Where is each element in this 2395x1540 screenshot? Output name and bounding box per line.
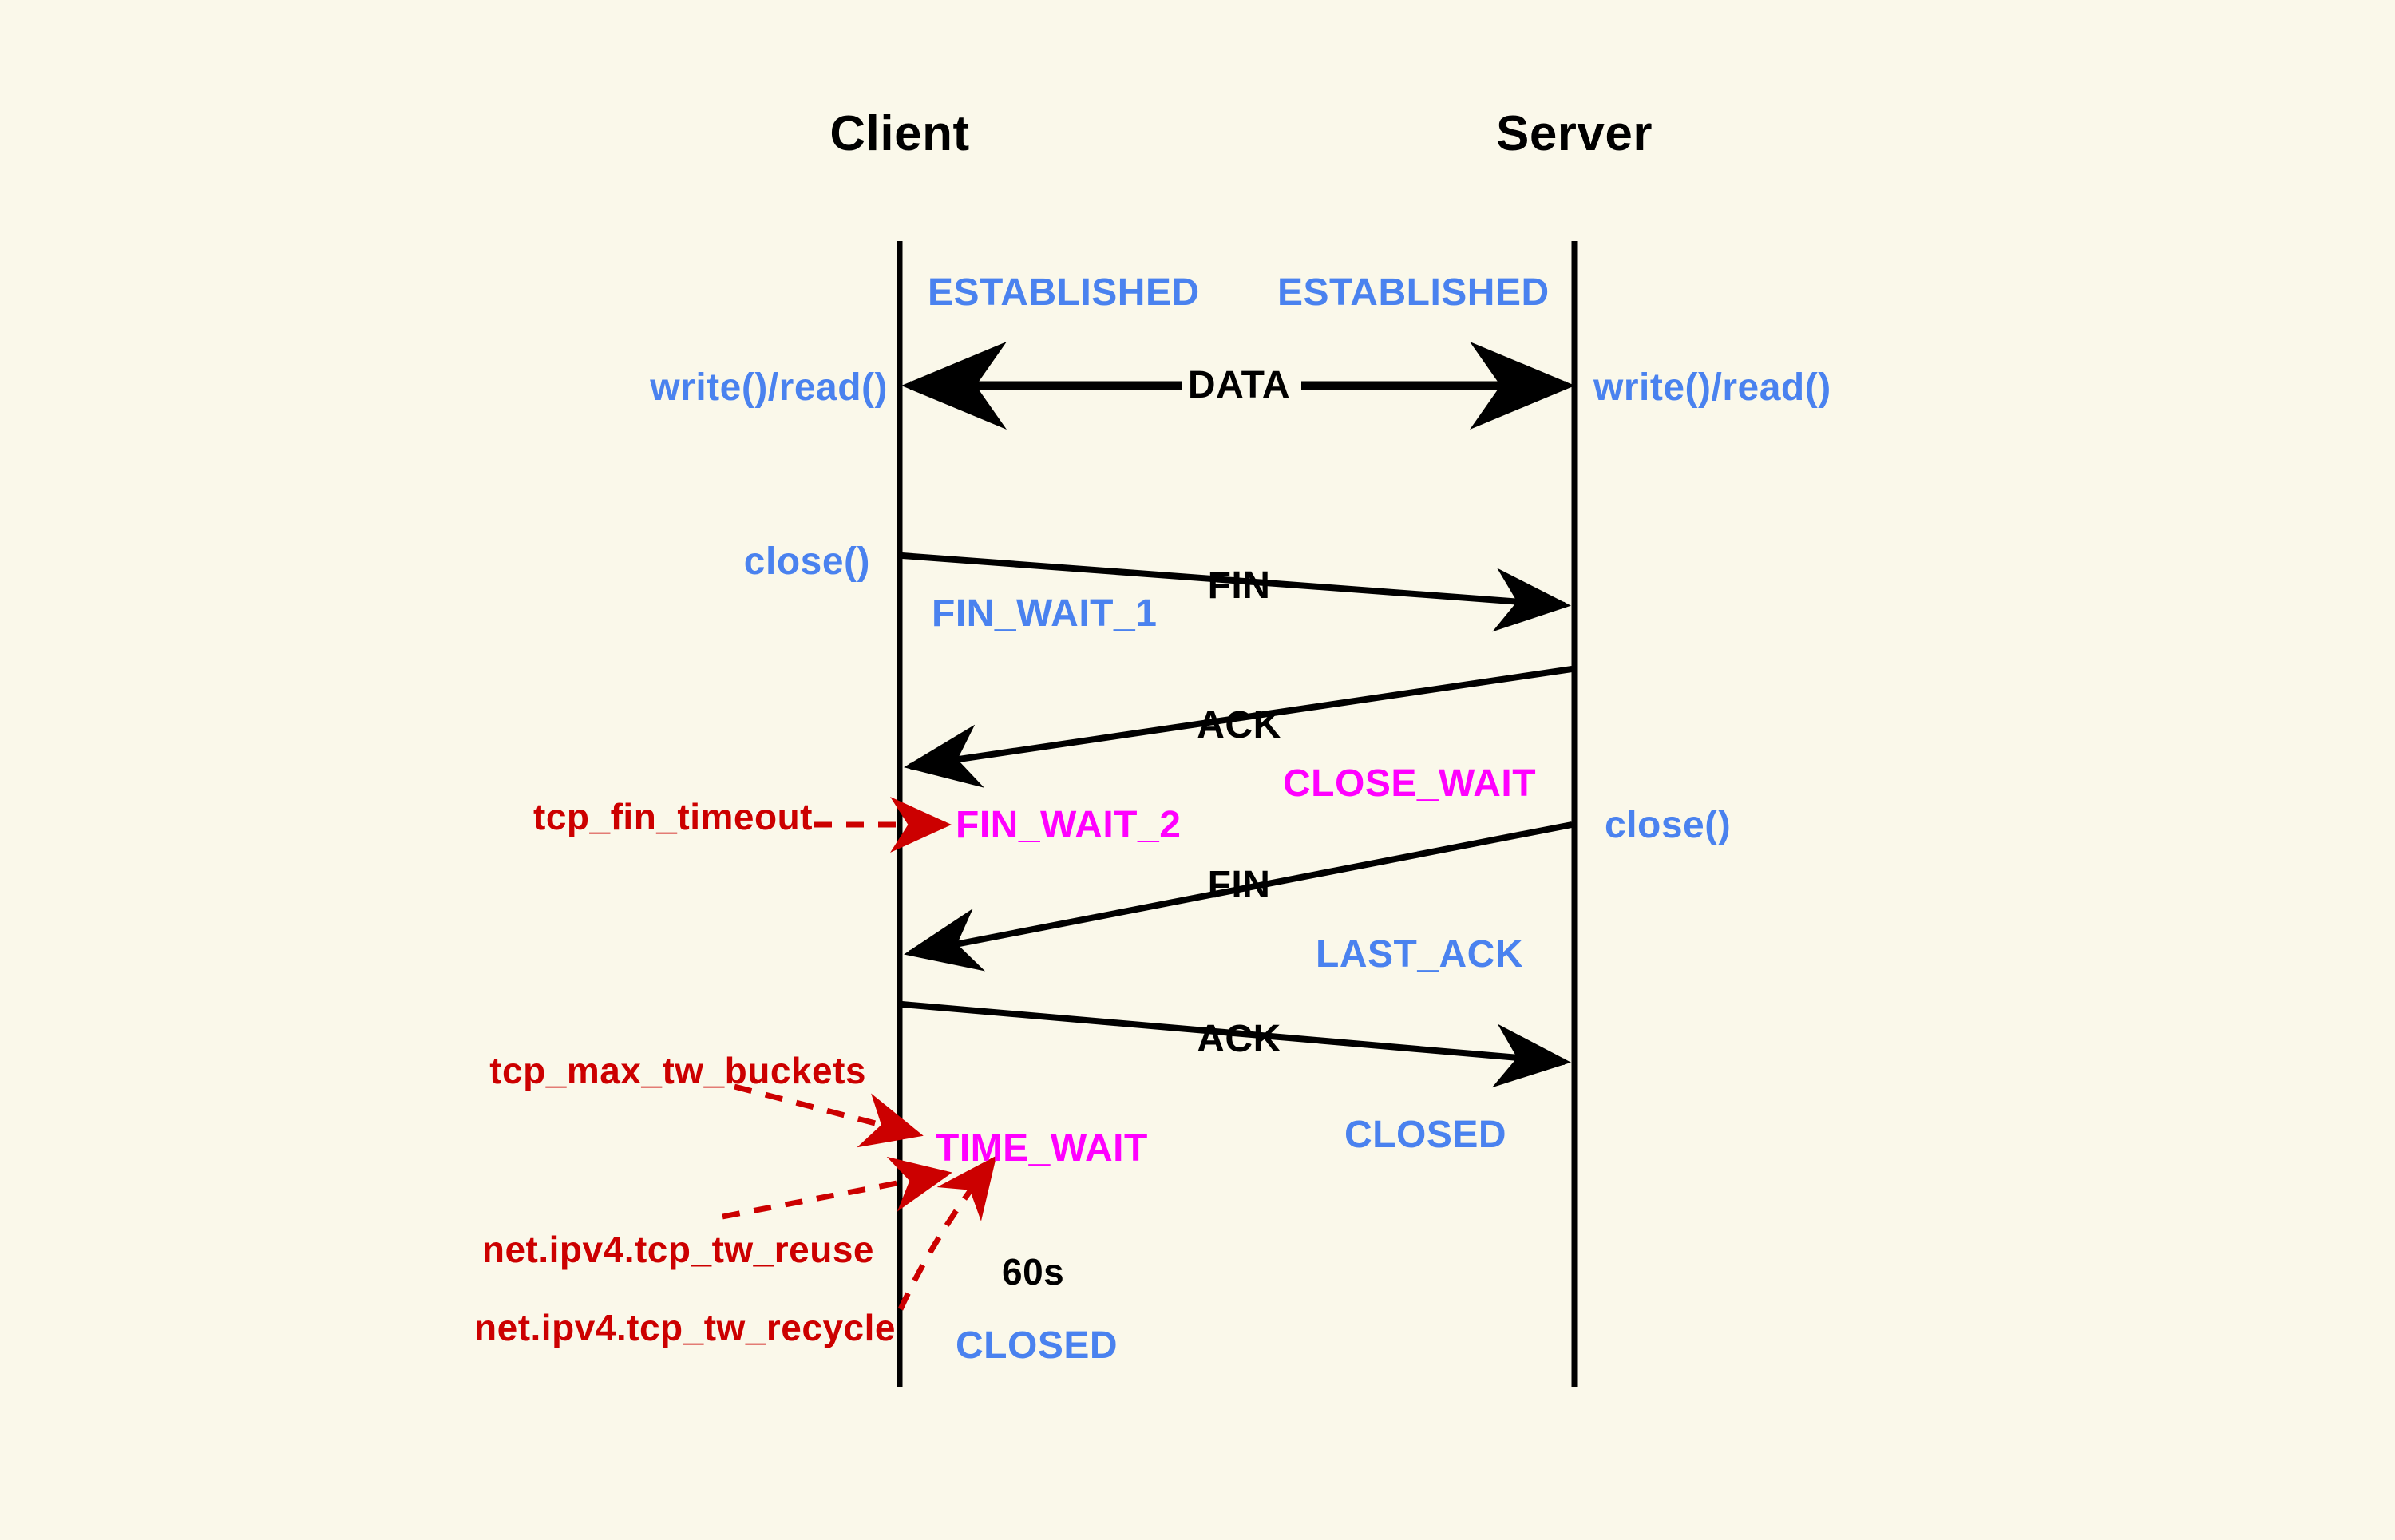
sysctl-arrow-tcp-max-tw-buckets: [734, 1083, 924, 1148]
message-label-ack-2: ACK: [1197, 1018, 1281, 1060]
sysctl-label-net-ipv4-tcp-tw-recycle: net.ipv4.tcp_tw_recycle: [474, 1307, 896, 1348]
message-arrow-ack-2: [901, 1001, 1571, 1088]
message-label-data: DATA: [1187, 364, 1291, 406]
state-client-established: ESTABLISHED: [928, 271, 1200, 314]
api-call-server-close: close(): [1605, 804, 1732, 846]
message-label-fin-2: FIN: [1207, 864, 1271, 906]
sysctl-arrows: [722, 797, 997, 1311]
api-call-server-write-read: write()/read(): [1593, 366, 1831, 409]
message-label-fin-1: FIN: [1207, 564, 1271, 607]
state-server-established: ESTABLISHED: [1277, 271, 1550, 314]
sysctl-label-tcp-max-tw-buckets: tcp_max_tw_buckets: [489, 1050, 866, 1091]
timer-label-60s: 60s: [1002, 1251, 1065, 1293]
sysctl-label-tcp-fin-timeout: tcp_fin_timeout: [533, 796, 813, 837]
state-client-time-wait: TIME_WAIT: [936, 1127, 1148, 1170]
state-server-close-wait: CLOSE_WAIT: [1283, 762, 1537, 805]
message-arrows: [901, 342, 1575, 1088]
state-server-last-ack: LAST_ACK: [1316, 933, 1524, 976]
state-server-closed: CLOSED: [1344, 1114, 1507, 1156]
sysctl-arrow-tcp-tw-reuse: [722, 1156, 952, 1220]
message-label-ack-1: ACK: [1197, 704, 1281, 746]
api-call-client-close: close(): [743, 540, 870, 583]
sysctl-label-net-ipv4-tcp-tw-reuse: net.ipv4.tcp_tw_reuse: [481, 1229, 874, 1270]
message-arrow-fin-1: [901, 552, 1571, 632]
state-client-fin-wait-1: FIN_WAIT_1: [932, 592, 1158, 635]
message-arrow-fin-2: [904, 821, 1573, 972]
participant-title-client: Client: [829, 106, 970, 161]
state-client-fin-wait-2: FIN_WAIT_2: [956, 804, 1182, 846]
state-client-closed: CLOSED: [956, 1324, 1118, 1367]
message-arrow-ack-1: [904, 666, 1573, 788]
api-call-client-write-read: write()/read(): [650, 366, 888, 409]
participant-title-server: Server: [1495, 106, 1653, 161]
